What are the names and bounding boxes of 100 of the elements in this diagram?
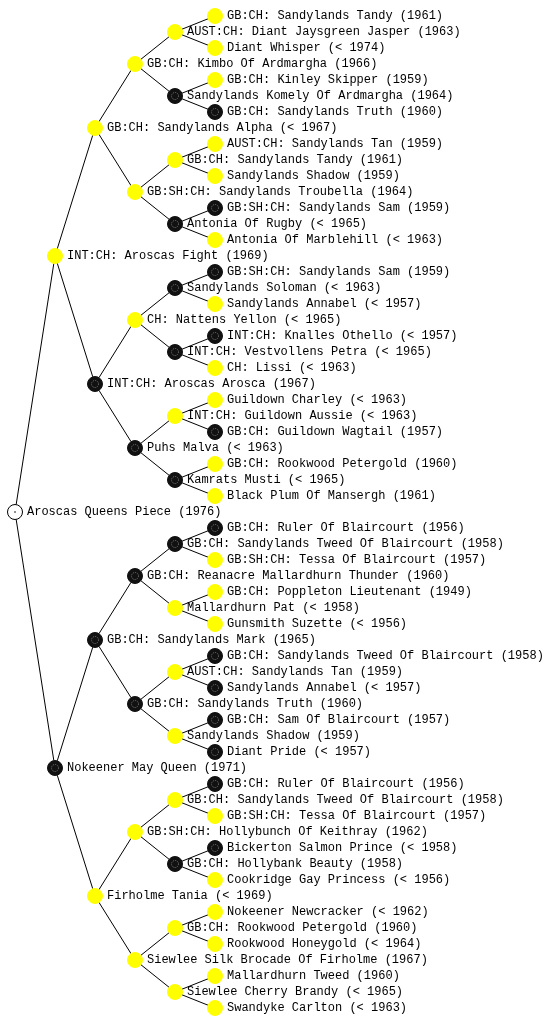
pedigree-line: [98, 133, 132, 187]
dog-name-label: GB:CH: Poppleton Lieutenant (1949): [227, 585, 472, 599]
dog-name-label: INT:CH: Guildown Aussie (< 1963): [187, 409, 418, 423]
pedigree-line: [140, 68, 170, 92]
pedigree-line: [181, 226, 209, 238]
dog-name-label: GB:CH: Sandylands Tweed Of Blaircourt (1958): [187, 793, 504, 807]
dog-name-label: Mallardhurn Tweed (1960): [227, 969, 400, 983]
dog-name-label: Sandylands Annabel (< 1957): [227, 681, 422, 695]
pedigree-line: [181, 290, 209, 302]
dog-name-label: Nokeener May Queen (1971): [67, 761, 248, 775]
pedigree-line: [181, 210, 209, 222]
dog-name-label: Black Plum Of Mansergh (1961): [227, 489, 436, 503]
pedigree-line: [98, 837, 132, 891]
pedigree-line: [181, 786, 209, 798]
dog-name-label: Mallardhurn Pat (< 1958): [187, 601, 360, 615]
dog-name-label: AUST:CH: Diant Jaysgreen Jasper (1963): [187, 25, 461, 39]
pedigree-line: [140, 708, 170, 732]
pedigree-line: [140, 548, 170, 572]
dog-name-label: GB:CH: Kimbo Of Ardmargha (1966): [147, 57, 378, 71]
dog-name-label: Sandylands Annabel (< 1957): [227, 297, 422, 311]
dog-name-label: GB:SH:CH: Sandylands Sam (1959): [227, 265, 451, 279]
pedigree-line: [140, 196, 170, 220]
dog-name-label: GB:CH: Sandylands Tweed Of Blaircourt (1958): [227, 649, 544, 663]
pedigree-line: [181, 482, 209, 494]
dog-name-label: Sandylands Shadow (1959): [227, 169, 400, 183]
dog-name-label: Firholme Tania (< 1969): [107, 889, 273, 903]
pedigree-line: [140, 420, 170, 444]
dog-name-label: Aroscas Queens Piece (1976): [27, 505, 222, 519]
pedigree-line: [181, 98, 209, 110]
pedigree-line: [181, 930, 209, 942]
pedigree-line: [98, 325, 132, 379]
dog-name-label: Diant Pride (< 1957): [227, 745, 372, 759]
pedigree-line: [140, 804, 170, 828]
pedigree-line: [181, 530, 209, 542]
dog-name-label: GB:CH: Sandylands Alpha (< 1967): [107, 121, 338, 135]
dog-name-label: Siewlee Silk Brocade Of Firholme (1967): [147, 953, 428, 967]
pedigree-line: [140, 36, 170, 60]
pedigree-line: [181, 34, 209, 46]
pedigree-line: [181, 850, 209, 862]
dog-name-label: AUST:CH: Sandylands Tan (1959): [187, 665, 404, 679]
pedigree-line: [15, 262, 55, 506]
dog-name-label: GB:CH: Rookwood Petergold (1960): [227, 457, 458, 471]
pedigree-line: [181, 354, 209, 366]
dog-name-label: GB:CH: Sandylands Tweed Of Blaircourt (1958): [187, 537, 504, 551]
dog-name-label: Guildown Charley (< 1963): [227, 393, 408, 407]
pedigree-line: [181, 594, 209, 606]
dog-name-label: GB:CH: Ruler Of Blaircourt (1956): [227, 521, 465, 535]
pedigree-line: [56, 134, 94, 250]
dog-name-label: Sandylands Soloman (< 1963): [187, 281, 382, 295]
pedigree-line: [181, 18, 209, 30]
dog-name-label: GB:SH:CH: Tessa Of Blaircourt (1957): [227, 553, 487, 567]
dog-name-label: Gunsmith Suzette (< 1956): [227, 617, 408, 631]
dog-name-label: CH: Nattens Yellon (< 1965): [147, 313, 342, 327]
dog-name-label: Swandyke Carlton (< 1963): [227, 1001, 408, 1015]
dog-name-label: Kamrats Musti (< 1965): [187, 473, 346, 487]
pedigree-line: [98, 389, 132, 443]
dog-name-label: GB:CH: Hollybank Beauty (1958): [187, 857, 404, 871]
dog-name-label: GB:CH: Ruler Of Blaircourt (1956): [227, 777, 465, 791]
pedigree-line: [181, 738, 209, 750]
pedigree-line: [181, 658, 209, 670]
pedigree-line: [140, 836, 170, 860]
dog-name-label: Siewlee Cherry Brandy (< 1965): [187, 985, 404, 999]
dog-name-label: INT:CH: Vestvollens Petra (< 1965): [187, 345, 432, 359]
pedigree-line: [98, 69, 132, 123]
dog-name-label: Puhs Malva (< 1963): [147, 441, 284, 455]
pedigree-line: [98, 581, 132, 635]
dog-name-label: GB:CH: Sandylands Tandy (1961): [187, 153, 404, 167]
dog-name-label: Sandylands Shadow (1959): [187, 729, 360, 743]
pedigree-line: [181, 146, 209, 158]
dog-name-label: Sandylands Komely Of Ardmargha (1964): [187, 89, 454, 103]
dog-name-label: CH: Lissi (< 1963): [227, 361, 357, 375]
pedigree-line: [140, 164, 170, 188]
pedigree-line: [181, 418, 209, 430]
dog-name-label: GB:CH: Sam Of Blaircourt (1957): [227, 713, 451, 727]
dog-name-label: Antonia Of Rugby (< 1965): [187, 217, 368, 231]
dog-name-label: GB:SH:CH: Hollybunch Of Keithray (1962): [147, 825, 428, 839]
pedigree-line: [181, 722, 209, 734]
pedigree-line: [181, 866, 209, 878]
pedigree-line: [181, 274, 209, 286]
dog-name-label: INT:CH: Aroscas Fight (1969): [67, 249, 269, 263]
pedigree-line: [181, 338, 209, 350]
pedigree-line: [140, 676, 170, 700]
dog-name-label: Antonia Of Marblehill (< 1963): [227, 233, 444, 247]
pedigree-line: [181, 978, 209, 990]
dog-name-label: Nokeener Newcracker (< 1962): [227, 905, 429, 919]
pedigree-line: [181, 402, 209, 414]
dog-name-label: GB:CH: Sandylands Mark (1965): [107, 633, 316, 647]
dog-name-label: GB:CH: Rookwood Petergold (1960): [187, 921, 418, 935]
pedigree-line: [181, 546, 209, 558]
pedigree-line: [181, 674, 209, 686]
pedigree-line: [140, 932, 170, 956]
pedigree-line: [181, 994, 209, 1006]
pedigree-line: [56, 646, 94, 762]
pedigree-line: [181, 466, 209, 478]
pedigree-line: [140, 324, 170, 348]
dog-name-label: GB:CH: Kinley Skipper (1959): [227, 73, 429, 87]
dog-name-label: GB:SH:CH: Sandylands Sam (1959): [227, 201, 451, 215]
pedigree-line: [140, 452, 170, 476]
dog-name-label: Diant Whisper (< 1974): [227, 41, 386, 55]
pedigree-line: [56, 262, 94, 378]
